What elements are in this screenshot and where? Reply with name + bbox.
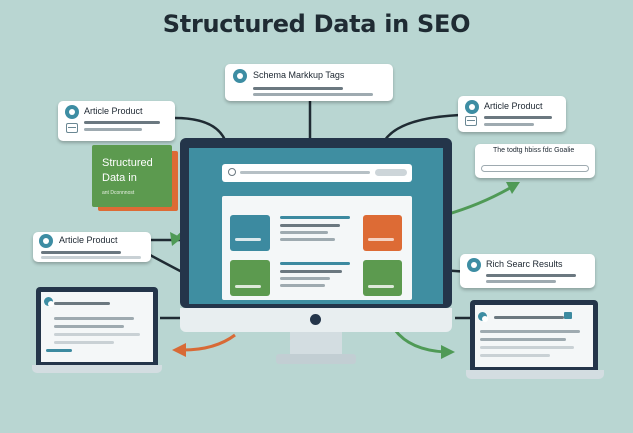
text-line bbox=[280, 238, 335, 241]
info-icon bbox=[233, 69, 247, 83]
text-line bbox=[480, 330, 580, 333]
page-title: Structured Data in SEO bbox=[162, 10, 471, 38]
laptop-right bbox=[466, 300, 604, 385]
text-line bbox=[484, 116, 552, 119]
text-line bbox=[494, 316, 564, 319]
text-line bbox=[46, 349, 72, 352]
article-product-label: Article Product bbox=[59, 235, 118, 245]
text-line bbox=[280, 270, 342, 273]
tile-text-line bbox=[368, 238, 394, 241]
search-submit-bar bbox=[375, 169, 407, 176]
structured-label: Structured bbox=[102, 157, 153, 169]
chat-icon bbox=[564, 312, 572, 319]
article-product-card-left: Article Product bbox=[33, 232, 151, 262]
text-line bbox=[480, 338, 566, 341]
info-icon bbox=[465, 100, 479, 114]
text-line bbox=[253, 93, 373, 96]
structured-data-card: Structured Data in ant Dconnnost bbox=[92, 145, 180, 211]
content-tile-green-right bbox=[363, 260, 402, 296]
text-line bbox=[486, 274, 576, 277]
content-tile-green bbox=[230, 260, 270, 296]
laptop-base bbox=[466, 370, 604, 379]
text-line bbox=[486, 280, 556, 283]
text-line bbox=[54, 302, 110, 305]
monitor bbox=[180, 138, 452, 368]
power-button bbox=[310, 314, 321, 325]
text-line bbox=[280, 284, 325, 287]
monitor-base bbox=[276, 354, 356, 364]
text-line bbox=[84, 121, 160, 124]
schema-markup-card: Schema Markkup Tags bbox=[225, 64, 393, 101]
info-icon bbox=[39, 234, 53, 248]
tile-text-line bbox=[368, 285, 394, 288]
text-line bbox=[484, 123, 534, 126]
search-bar bbox=[481, 165, 589, 172]
article-product-label: Article Product bbox=[84, 106, 143, 116]
search-result-label: The todtg hbiss fdc Goalie bbox=[493, 147, 575, 154]
text-line bbox=[253, 87, 343, 90]
laptop-left bbox=[32, 287, 162, 382]
content-heading-line bbox=[280, 216, 350, 219]
rich-results-card: Rich Searc Results bbox=[460, 254, 595, 288]
content-tile-teal bbox=[230, 215, 270, 251]
schema-markup-label: Schema Markkup Tags bbox=[253, 70, 345, 80]
info-icon bbox=[65, 105, 79, 119]
info-icon bbox=[44, 297, 54, 307]
info-icon bbox=[478, 312, 488, 322]
card-face-green bbox=[92, 145, 172, 207]
info-icon bbox=[467, 258, 481, 272]
document-icon bbox=[66, 123, 78, 133]
search-field-line bbox=[240, 171, 370, 174]
data-in-label: Data in bbox=[102, 172, 137, 184]
article-product-card-right: Article Product bbox=[458, 96, 566, 132]
article-product-label: Article Product bbox=[484, 101, 543, 111]
text-line bbox=[54, 341, 114, 344]
text-line bbox=[54, 333, 140, 336]
search-result-card: The todtg hbiss fdc Goalie bbox=[475, 144, 595, 178]
text-line bbox=[480, 354, 550, 357]
search-icon bbox=[228, 168, 236, 176]
tile-text-line bbox=[235, 238, 261, 241]
content-heading-line bbox=[280, 262, 350, 265]
text-line bbox=[280, 224, 340, 227]
text-line bbox=[280, 277, 330, 280]
text-line bbox=[54, 317, 134, 320]
text-line bbox=[280, 231, 328, 234]
tile-text-line bbox=[235, 285, 261, 288]
text-line bbox=[41, 256, 141, 259]
monitor-neck bbox=[290, 332, 342, 356]
laptop-screen bbox=[475, 305, 593, 367]
rich-results-label: Rich Searc Results bbox=[486, 259, 563, 269]
content-tile-orange bbox=[363, 215, 402, 251]
text-line bbox=[41, 251, 121, 254]
laptop-base bbox=[32, 365, 162, 373]
text-line bbox=[480, 346, 574, 349]
article-product-card-top: Article Product bbox=[58, 101, 175, 141]
document-icon bbox=[465, 116, 477, 126]
text-line bbox=[54, 325, 124, 328]
green-card-sub-label: ant Dconnnost bbox=[102, 190, 135, 196]
text-line bbox=[84, 128, 142, 131]
